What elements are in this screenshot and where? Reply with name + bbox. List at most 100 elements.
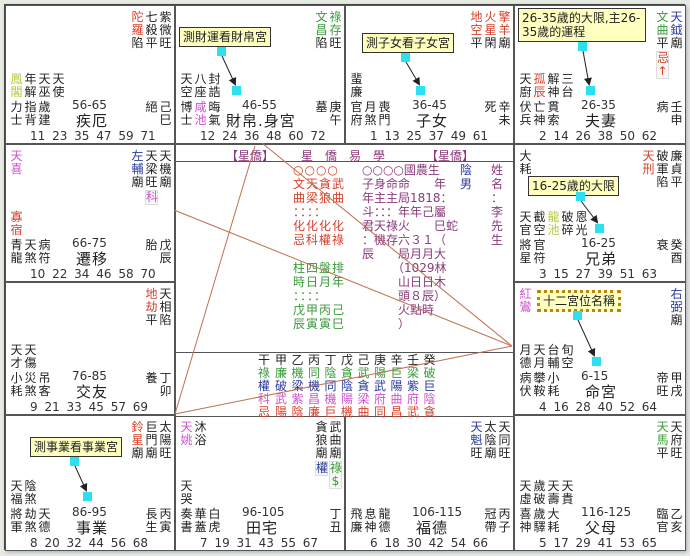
minor-star: 天哭 [180, 479, 193, 506]
palace-name[interactable]: 福德 [416, 519, 449, 537]
stem-branch: 丁卯 [159, 371, 172, 398]
palace-name[interactable]: 子女 [416, 112, 449, 130]
age-range: 76-85 [72, 369, 107, 383]
age-range: 16-25 [581, 236, 616, 250]
god-star: 大耗 [547, 507, 560, 534]
anchor-marker [416, 86, 425, 95]
age-range: 96-105 [242, 505, 285, 519]
main-star: 太陽 [159, 420, 172, 447]
palace-name[interactable]: 命宮 [585, 383, 618, 401]
info-col-a: ：：：： [293, 289, 328, 303]
main-star: 右弼 [670, 287, 683, 314]
age-range: 36-45 [412, 98, 447, 112]
star-brightness: 旺 [159, 36, 172, 50]
info-gender: 男 [460, 177, 473, 191]
star-brightness: 廟 [670, 313, 683, 327]
main-star: 鈴星 [131, 420, 144, 447]
minor-star: 解神 [547, 72, 560, 99]
life-stage: 病 [656, 100, 669, 114]
life-stage: 帝旺 [656, 371, 669, 398]
god-star: 災煞 [24, 371, 37, 398]
god-star: 天煞 [24, 238, 37, 265]
main-star: 文昌 [315, 10, 328, 37]
center-panel: 【星僑】星 僑 易 學【星僑】○○○○○○○○國農生陰姓文天貪武子身命命 年男名… [175, 144, 514, 419]
sihua-mark: 忌↑ [656, 51, 670, 79]
main-star: 天梁 [145, 149, 158, 176]
age-range: 56-65 [72, 98, 107, 112]
info-col-b: ：機存六３１（ [362, 233, 447, 247]
star-brightness: 閑 [484, 36, 497, 50]
star-brightness: 廟 [498, 36, 511, 50]
life-stage: 臨官 [656, 507, 669, 534]
sihua-cell: 昌 [390, 405, 403, 419]
minor-star: 天虛 [519, 479, 532, 506]
info-col-b: ） [362, 317, 411, 331]
star-brightness: 旺 [159, 446, 172, 460]
callout-label: 測事業看事業宮 [30, 437, 123, 457]
star-brightness: 廟 [159, 175, 172, 189]
main-star: 天相 [159, 287, 172, 314]
life-stage: 衰 [656, 238, 669, 252]
palace-name[interactable]: 夫妻 [585, 112, 618, 130]
anchor-marker [401, 53, 410, 62]
anchor-marker [217, 47, 226, 56]
info-col-b: 子身命命 年 [362, 177, 447, 191]
god-star: 小耗 [547, 371, 560, 398]
minor-star: 寡宿 [10, 210, 23, 237]
palace-name[interactable]: 父母 [585, 519, 618, 537]
stem-branch: 庚午 [329, 100, 342, 127]
callout-label: 測子女看子女宮 [362, 33, 455, 53]
life-stage: 絕 [145, 100, 158, 114]
info-col-a: 辰寅寅巳 [293, 317, 346, 331]
star-brightness: 廟 [131, 446, 144, 460]
god-star: 伏兵 [519, 100, 532, 127]
stem-branch: 丙子 [498, 507, 511, 534]
main-star: 天府 [670, 420, 683, 447]
info-col-b: 斗：：：年年己屬 [362, 205, 447, 219]
life-stage: 冠帶 [484, 507, 497, 534]
god-star: 奏書 [180, 507, 193, 534]
god-star: 晦氣 [208, 100, 221, 127]
star-brightness: 廟 [329, 446, 342, 460]
god-star: 博士 [180, 100, 193, 127]
palace-name[interactable]: 疾厄 [76, 112, 109, 130]
palace-name[interactable]: 事業 [76, 519, 109, 537]
info-gender: 陰 [460, 163, 473, 177]
stem-branch: 壬申 [670, 100, 683, 127]
main-star: 文曲 [656, 10, 669, 37]
stem-branch: 乙亥 [670, 507, 683, 534]
age-range: 6-15 [581, 369, 609, 383]
god-star: 喜神 [519, 507, 532, 534]
anchor-marker [70, 457, 79, 466]
god-star: 小耗 [10, 371, 23, 398]
palace-name[interactable]: 交友 [76, 383, 109, 401]
main-star: 祿存 [329, 10, 342, 37]
info-col-b: 山日日木 [362, 275, 447, 289]
star-brightness: 陷 [131, 36, 144, 50]
god-star: 咸池 [194, 100, 207, 127]
age-range: 106-115 [412, 505, 463, 519]
main-star: 地空 [470, 10, 483, 37]
god-star: 將星 [519, 238, 532, 265]
god-star: 喪門 [378, 100, 391, 127]
star-brightness: 平 [145, 313, 158, 327]
anchor-marker [232, 86, 241, 95]
palace-name[interactable]: 兄弟 [585, 250, 618, 268]
minor-star: 台輔 [547, 343, 560, 370]
palace-name[interactable]: 田宅 [246, 519, 279, 537]
palace-name[interactable]: 財帛.身宮 [226, 112, 296, 130]
palace-name[interactable]: 遷移 [76, 250, 109, 268]
star-brightness: 旺 [329, 36, 342, 50]
sihua-cell: 陽 [275, 405, 288, 419]
